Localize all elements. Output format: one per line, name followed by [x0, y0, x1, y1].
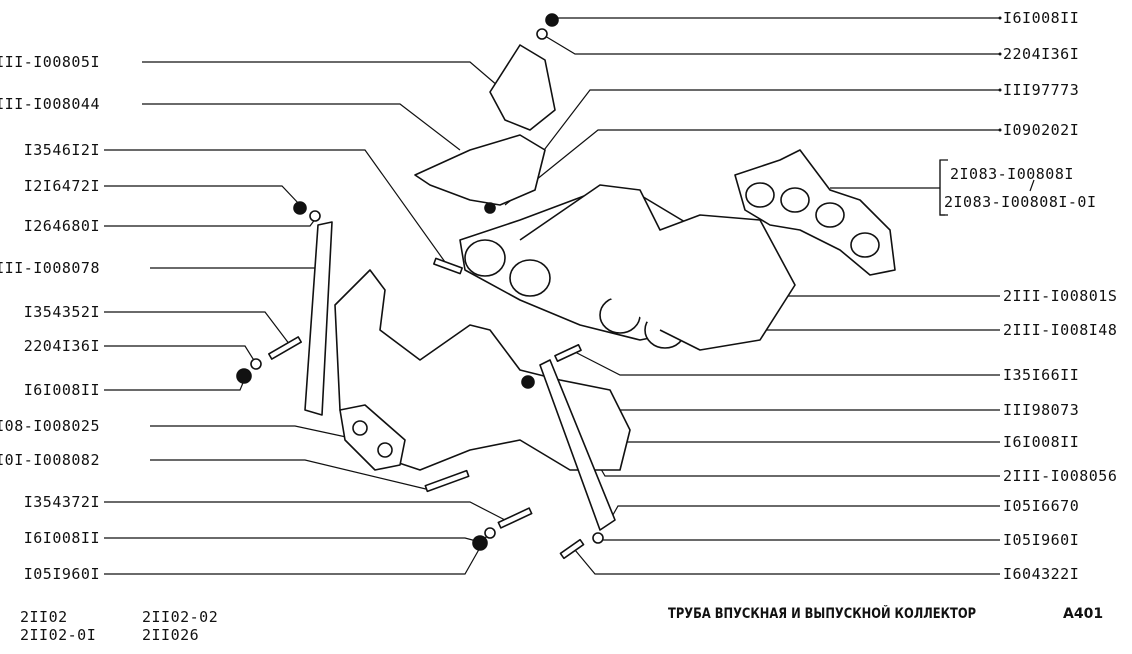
- label-right-2: 2204I36I: [1003, 45, 1080, 63]
- sheet-code: A401: [1063, 606, 1104, 622]
- label-left-1: 2III-I00805I: [0, 53, 100, 71]
- label-right-13: I05I6670: [1003, 497, 1080, 515]
- label-right-3: III97773: [1003, 81, 1080, 99]
- label-right-7: 2III-I00801S: [1003, 287, 1118, 305]
- parts: [236, 13, 896, 560]
- label-left-11: 2I0I-I008082: [0, 451, 100, 469]
- label-right-14: I05I960I: [1003, 531, 1080, 549]
- leader-left-4: [104, 185, 301, 206]
- gasket-port-3: [815, 202, 845, 228]
- exhaust-flange-port-1: [352, 420, 368, 436]
- label-left-4: I2I6472I: [23, 177, 100, 195]
- label-left-14: I05I960I: [23, 565, 100, 583]
- port-2: [509, 259, 551, 297]
- leader-right-13: [609, 505, 1000, 521]
- label-right-1: I6I008II: [1003, 9, 1080, 27]
- leader-left-10: [150, 425, 361, 441]
- leader-left-5: [104, 217, 317, 227]
- label-left-9: I6I008II: [23, 381, 100, 399]
- heat-shield-upper: [489, 44, 556, 131]
- leader-left-14: [104, 529, 491, 575]
- label-left-7: I354352I: [23, 303, 100, 321]
- intake-runners: [519, 184, 796, 351]
- label-right-11: I6I008II: [1003, 433, 1080, 451]
- stud-5: [554, 343, 582, 363]
- label-left-13: I6I008II: [23, 529, 100, 547]
- leader-right-9: [574, 351, 1000, 376]
- model-code-2: 2II02-0I: [20, 626, 97, 644]
- label-left-8: 2204I36I: [23, 337, 100, 355]
- leader-left-11: [150, 459, 431, 491]
- stud-1: [433, 257, 463, 275]
- support-bar-right: [539, 359, 616, 531]
- washer-3: [484, 527, 496, 539]
- heat-shield: [414, 134, 546, 206]
- leader-left-3: [104, 149, 446, 263]
- leader-ends: [998, 16, 1002, 132]
- model-code-4: 2II026: [142, 626, 200, 644]
- washer-2: [250, 358, 262, 370]
- label-right-5: 2I083-I00808I: [950, 165, 1074, 183]
- leader-right-2: [544, 35, 1000, 55]
- model-code-1: 2II02: [20, 608, 68, 626]
- leader-left-12: [104, 501, 506, 521]
- stud-3: [424, 469, 470, 493]
- label-right-12: 2III-I008056: [1003, 467, 1118, 485]
- port-1: [464, 239, 506, 277]
- leader-right-12: [589, 449, 1000, 477]
- label-left-12: I354372I: [23, 493, 100, 511]
- label-right-15: I604322I: [1003, 565, 1080, 583]
- stud-2: [267, 336, 303, 360]
- leader-left-2: [142, 103, 461, 151]
- leader-left-13: [104, 537, 481, 543]
- leader-right-10: [594, 399, 1000, 411]
- nut-2: [236, 368, 252, 384]
- leader-left-8: [104, 345, 256, 363]
- label-right-4: I090202I: [1003, 121, 1080, 139]
- nut-5: [484, 202, 496, 214]
- support-bar-left: [304, 221, 333, 416]
- exhaust-flange-port-2: [377, 442, 393, 458]
- gasket-port-1: [745, 182, 775, 208]
- label-left-3: I3546I2I: [23, 141, 100, 159]
- model-code-3: 2II02-02: [142, 608, 219, 626]
- leader-left-9: [104, 377, 246, 391]
- label-right-8: 2III-I008I48: [1003, 321, 1118, 339]
- nut-3: [521, 375, 535, 389]
- gasket-port-2: [780, 187, 810, 213]
- label-right-9: I35I66II: [1003, 366, 1080, 384]
- label-left-10: 2I08-I008025: [0, 417, 100, 435]
- leader-left-7: [104, 311, 291, 346]
- nut-top: [545, 13, 559, 27]
- nut-1: [293, 201, 307, 215]
- leader-left-1: [142, 61, 506, 93]
- label-right-6: 2I083-I00808I-0I: [944, 193, 1097, 211]
- nut-4: [472, 535, 488, 551]
- gasket-variant-bracket: [939, 159, 948, 216]
- label-left-5: I264680I: [23, 217, 100, 235]
- bolt-1: [559, 538, 585, 560]
- label-left-6: 2III-I008078: [0, 259, 100, 277]
- washer-1: [309, 210, 321, 222]
- label-left-2: 2III-I008044: [0, 95, 100, 113]
- stud-4: [497, 507, 533, 529]
- leader-right-15: [574, 549, 1000, 575]
- label-right-10: III98073: [1003, 401, 1080, 419]
- not-equal-mark: [1029, 179, 1035, 192]
- gasket-port-4: [850, 232, 880, 258]
- washer-4: [592, 532, 604, 544]
- leader-right-3: [524, 89, 1000, 176]
- washer-top: [536, 28, 548, 40]
- page-title: ТРУБА ВПУСКНАЯ И ВЫПУСКНОЙ КОЛЛЕКТОР: [668, 606, 977, 622]
